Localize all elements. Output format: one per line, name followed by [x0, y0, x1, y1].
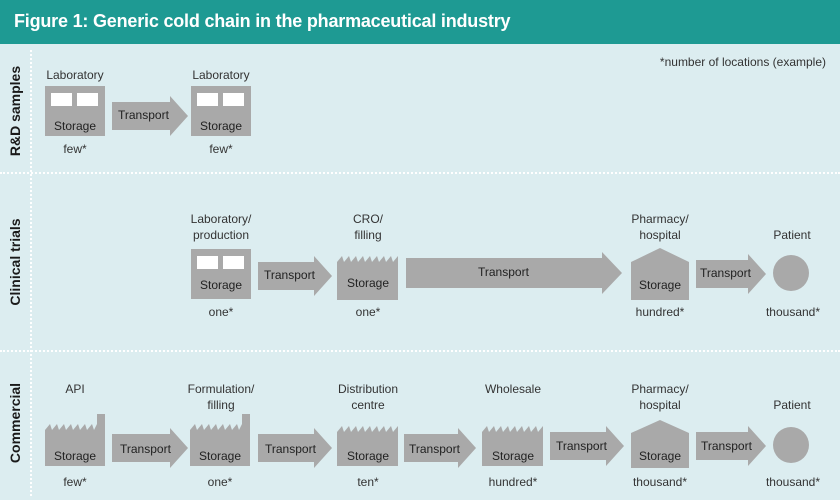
storage-label: Storage	[53, 449, 97, 463]
commercial-node-2-name-line2: filling	[207, 398, 235, 412]
row-label-clinical: Clinical trials	[7, 218, 23, 306]
commercial-node-6-count: thousand*	[765, 475, 821, 489]
transport-arrow	[258, 256, 332, 296]
figure-header: Figure 1: Generic cold chain in the phar…	[0, 0, 840, 44]
rd-node-1-name: Laboratory	[46, 68, 104, 82]
wholesale-warehouse-storage-icon	[482, 426, 543, 466]
commercial-node-1-count: few*	[63, 475, 87, 489]
footnote: *number of locations (example)	[659, 55, 826, 69]
transport-arrow	[258, 428, 332, 468]
api-factory-storage-icon	[45, 414, 105, 466]
rd-node-2-name: Laboratory	[192, 68, 250, 82]
distribution-warehouse-storage-icon	[337, 426, 398, 466]
rd-node-1-count: few*	[63, 142, 87, 156]
storage-label: Storage	[53, 119, 97, 133]
storage-label: Storage	[199, 119, 243, 133]
pharmacy-storage-icon	[631, 248, 689, 300]
pharmacy-storage-icon	[631, 420, 689, 468]
clinical-node-2-count: one*	[355, 305, 381, 319]
clinical-node-3-count: hundred*	[635, 305, 685, 319]
commercial-node-3-name-line2: centre	[351, 398, 385, 412]
clinical-node-1-name-line1: Laboratory/	[190, 212, 252, 226]
transport-label: Transport	[265, 442, 316, 456]
commercial-node-4-count: hundred*	[488, 475, 538, 489]
transport-label: Transport	[556, 439, 607, 453]
formulation-factory-storage-icon	[190, 414, 250, 466]
commercial-node-3-name-line1: Distribution	[337, 382, 399, 396]
commercial-node-3-count: ten*	[357, 475, 379, 489]
commercial-node-5-count: thousand*	[632, 475, 688, 489]
clinical-node-2-name-line1: CRO/	[353, 212, 383, 226]
laboratory-storage-icon	[191, 86, 251, 136]
row-divider	[0, 172, 840, 174]
transport-label: Transport	[118, 108, 169, 122]
row-divider	[0, 350, 840, 352]
laboratory-storage-icon	[45, 86, 105, 136]
transport-arrow	[696, 254, 766, 294]
commercial-node-4-name: Wholesale	[484, 382, 542, 396]
transport-arrow	[112, 96, 188, 136]
transport-label: Transport	[120, 442, 171, 456]
label-column-divider	[30, 50, 32, 496]
clinical-node-4-count: thousand*	[765, 305, 821, 319]
patient-icon	[773, 255, 809, 291]
transport-label: Transport	[478, 265, 529, 279]
storage-label: Storage	[638, 278, 682, 292]
storage-label: Storage	[346, 276, 390, 290]
commercial-node-2-name-line1: Formulation/	[187, 382, 255, 396]
clinical-node-3-name-line1: Pharmacy/	[631, 212, 689, 226]
commercial-node-1-name: API	[65, 382, 85, 396]
transport-arrow	[112, 428, 188, 468]
commercial-node-5-name-line1: Pharmacy/	[631, 382, 689, 396]
row-label-rd: R&D samples	[7, 65, 23, 157]
figure-title: Figure 1: Generic cold chain in the phar…	[14, 11, 511, 31]
commercial-node-5-name-line2: hospital	[639, 398, 681, 412]
transport-label: Transport	[264, 268, 315, 282]
storage-label: Storage	[638, 449, 682, 463]
commercial-node-6-name: Patient	[773, 398, 811, 412]
transport-arrow-long	[406, 252, 622, 294]
patient-icon	[773, 427, 809, 463]
clinical-node-1-count: one*	[208, 305, 234, 319]
transport-arrow	[404, 428, 476, 468]
transport-label: Transport	[409, 442, 460, 456]
clinical-node-1-name-line2: production	[192, 228, 250, 242]
rd-node-2-count: few*	[209, 142, 233, 156]
transport-arrow	[696, 426, 766, 466]
storage-label: Storage	[199, 278, 243, 292]
row-label-commercial: Commercial	[7, 382, 23, 464]
cro-factory-storage-icon	[337, 256, 398, 300]
clinical-node-4-name: Patient	[773, 228, 811, 242]
laboratory-storage-icon	[191, 249, 251, 299]
transport-label: Transport	[700, 266, 751, 280]
storage-label: Storage	[198, 449, 242, 463]
transport-arrow	[550, 426, 624, 466]
commercial-node-2-count: one*	[207, 475, 233, 489]
storage-label: Storage	[346, 449, 390, 463]
clinical-node-2-name-line2: filling	[354, 228, 382, 242]
storage-label: Storage	[491, 449, 535, 463]
clinical-node-3-name-line2: hospital	[639, 228, 681, 242]
transport-label: Transport	[701, 439, 752, 453]
